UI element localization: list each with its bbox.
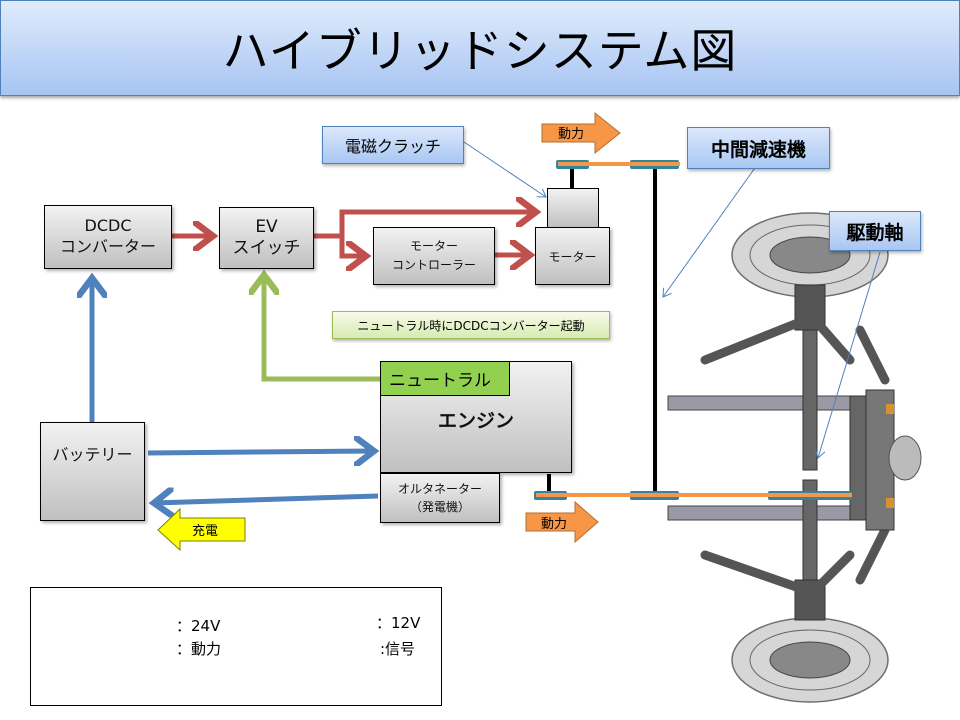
power-arrow-bottom-label: 動力 (541, 517, 568, 532)
dcdc-converter-block: DCDC コンバーター (44, 205, 172, 269)
power-line-top (556, 160, 680, 169)
power-arrow-top-label: 動力 (558, 127, 585, 142)
legend (30, 587, 442, 706)
power-arrow-top-shape (541, 111, 621, 155)
alternator-label-1: オルタネーター (397, 482, 482, 496)
title-bar: ハイブリッドシステム図 (0, 0, 960, 96)
neutral-note: ニュートラル時にDCDCコンバーター起動 (332, 311, 610, 339)
neutral-label: ニュートラル (389, 371, 491, 391)
neutral-indicator: ニュートラル (380, 361, 510, 396)
power-arrow-bottom-shape (525, 500, 599, 544)
alternator-block: オルタネーター （発電機） (380, 473, 500, 523)
reducer-leader (663, 164, 758, 297)
legend-signal: :信号 (380, 640, 416, 658)
neutral-note-label: ニュートラル時にDCDCコンバーター起動 (357, 318, 585, 333)
power-line-bottom (534, 491, 852, 500)
drive-shaft-callout-label: 駆動軸 (846, 221, 904, 244)
page-title: ハイブリッドシステム図 (222, 24, 738, 78)
motor-label: モーター (548, 249, 597, 264)
line-12v-battery-to-engine (147, 451, 374, 453)
motor-controller-label-1: モーター (409, 238, 458, 253)
line-signal-neutral-to-ev (264, 275, 380, 382)
motor-block: モーター (535, 227, 610, 285)
legend-12v: ：12V (376, 614, 421, 632)
ev-switch-label-1: EV (255, 216, 278, 237)
ev-switch-block: EV スイッチ (219, 207, 314, 269)
line-24v-ev-branch (312, 212, 536, 256)
battery-block: バッテリー (40, 422, 145, 521)
legend-24v: ：24V (176, 617, 221, 635)
electromagnetic-clutch-block (547, 188, 599, 228)
dcdc-label-2: コンバーター (59, 237, 156, 256)
line-12v-alternator-to-battery (154, 496, 379, 503)
clutch-callout: 電磁クラッチ (322, 126, 464, 164)
ev-switch-label-2: スイッチ (232, 238, 301, 258)
clutch-callout-label: 電磁クラッチ (344, 137, 441, 156)
clutch-leader (463, 141, 546, 197)
motor-controller-label-2: コントローラー (391, 258, 476, 272)
charge-arrow-shape (157, 507, 246, 552)
reducer-callout-label: 中間減速機 (710, 138, 806, 161)
chassis-illustration (667, 212, 922, 703)
charge-arrow-label: 充電 (192, 524, 219, 539)
motor-controller-block: モーター コントローラー (373, 227, 495, 285)
battery-label: バッテリー (52, 445, 133, 464)
drive-shaft-leader (818, 251, 881, 458)
reducer-callout: 中間減速機 (687, 127, 830, 169)
engine-label: エンジン (437, 410, 514, 432)
drive-shaft-callout: 駆動軸 (829, 211, 921, 251)
dcdc-label-1: DCDC (84, 216, 132, 236)
alternator-label-2: （発電機） (409, 500, 470, 514)
legend-power: ：動力 (176, 640, 222, 658)
